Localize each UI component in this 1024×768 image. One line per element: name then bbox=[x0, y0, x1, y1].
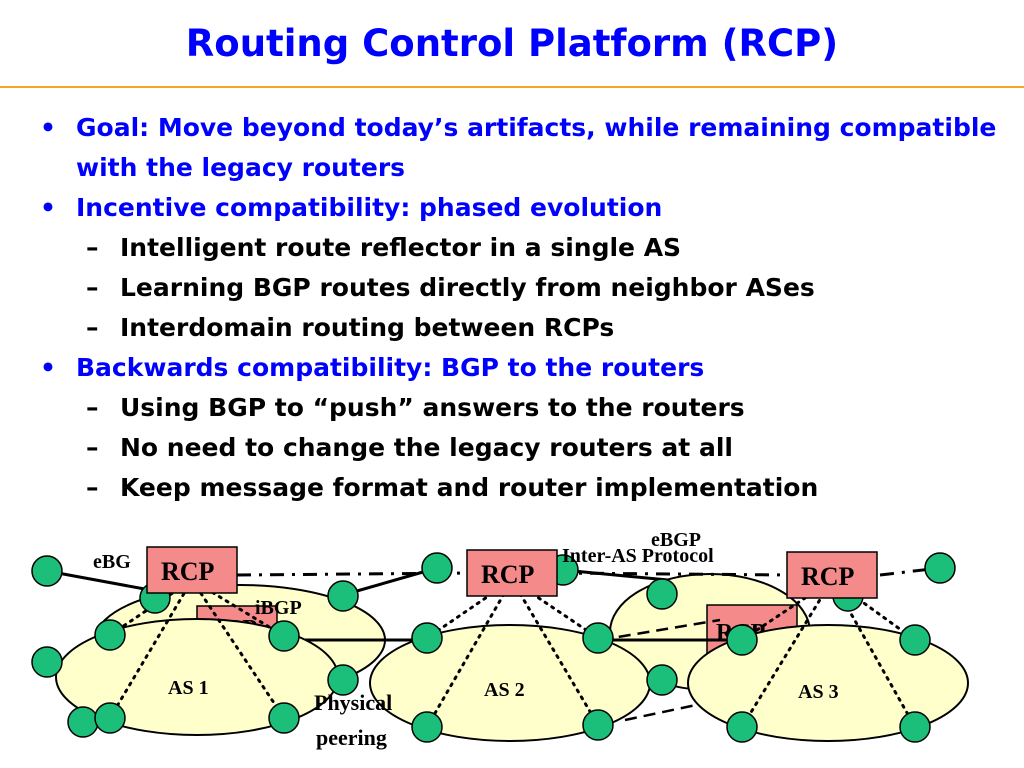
ebgp-link-right bbox=[879, 566, 941, 577]
sub-bullet-marker: – bbox=[86, 273, 99, 302]
router-as1-3 bbox=[94, 702, 126, 734]
slide-title: Routing Control Platform (RCP) bbox=[185, 22, 839, 65]
bullet-list: • Goal: Move beyond today’s artifacts, wh… bbox=[40, 108, 1010, 508]
sub-bullet-route-reflector: –Intelligent route reflector in a single… bbox=[40, 228, 1010, 268]
bullet-goal: • Goal: Move beyond today’s artifacts, wh… bbox=[40, 108, 1010, 188]
router-as2-4 bbox=[582, 709, 614, 741]
rcp-as3-label: RCP bbox=[801, 562, 855, 591]
router-as1-back-2 bbox=[327, 580, 359, 612]
sub-bullet-text: Keep message format and router implement… bbox=[120, 473, 819, 502]
bullet-marker: • bbox=[40, 113, 56, 142]
router-as3-back-2 bbox=[646, 664, 678, 696]
router-as3-back-1 bbox=[646, 578, 678, 610]
sub-bullet-text: No need to change the legacy routers at … bbox=[120, 433, 733, 462]
label-ibgp: iBGP bbox=[255, 597, 302, 619]
sub-bullet-learning: –Learning BGP routes directly from neigh… bbox=[40, 268, 1010, 308]
router-external-right bbox=[924, 552, 956, 584]
router-external-left-mid bbox=[31, 646, 63, 678]
router-as2-3 bbox=[411, 711, 443, 743]
sub-bullet-marker: – bbox=[86, 433, 99, 462]
rcp-as1 bbox=[146, 546, 238, 594]
rcp-network-diagram: .router { fill:#1cbf7a; stroke:#000; str… bbox=[31, 529, 969, 750]
ebgp-link-1-2-top bbox=[342, 566, 438, 597]
label-as3: AS 3 bbox=[798, 681, 839, 703]
sub-bullet-text: Interdomain routing between RCPs bbox=[120, 313, 615, 342]
dashed-link-2-3-a bbox=[599, 618, 721, 642]
bullet-text: Backwards compatibility: BGP to the rout… bbox=[76, 353, 705, 382]
rcp-as2-label: RCP bbox=[481, 560, 535, 589]
ibgp-session-as3-b bbox=[740, 578, 834, 729]
router-as2-2 bbox=[582, 622, 614, 654]
router-as2-top-left bbox=[421, 552, 453, 584]
bullet-text: Goal: Move beyond today’s artifacts, whi… bbox=[76, 113, 997, 182]
router-external-left-top bbox=[31, 555, 63, 587]
label-ebgp-top: eBGP bbox=[651, 529, 701, 551]
router-external-left-bottom bbox=[67, 706, 99, 738]
inter-as-link-1-2 bbox=[236, 571, 473, 577]
router-as2-1 bbox=[411, 622, 443, 654]
sub-bullet-no-change: –No need to change the legacy routers at… bbox=[40, 428, 1010, 468]
ebgp-link-2-3-top bbox=[562, 568, 669, 582]
bullet-marker: • bbox=[40, 353, 56, 382]
router-as1-1 bbox=[94, 619, 126, 651]
sub-bullet-marker: – bbox=[86, 313, 99, 342]
rcp-as1-label: RCP bbox=[161, 557, 215, 586]
title-divider bbox=[0, 86, 1024, 88]
ibgp-session-as1-d bbox=[190, 578, 286, 720]
rcp-as2 bbox=[466, 549, 558, 597]
bullet-incentive: • Incentive compatibility: phased evoluti… bbox=[40, 188, 1010, 228]
ibgp-session-as1-b bbox=[108, 578, 194, 720]
sub-bullet-marker: – bbox=[86, 473, 99, 502]
router-as3-4 bbox=[899, 711, 931, 743]
router-as1-back-3 bbox=[327, 664, 359, 696]
label-as1: AS 1 bbox=[168, 677, 209, 699]
sub-bullet-marker: – bbox=[86, 233, 99, 262]
sub-bullet-interdomain: –Interdomain routing between RCPs bbox=[40, 308, 1010, 348]
sub-bullet-push: –Using BGP to “push” answers to the rout… bbox=[40, 388, 1010, 428]
as3-ellipse bbox=[687, 624, 969, 742]
bullet-marker: • bbox=[40, 193, 56, 222]
label-peering: peering bbox=[316, 725, 387, 750]
router-as1-2 bbox=[268, 620, 300, 652]
router-as3-1 bbox=[726, 624, 758, 656]
label-ebgp-left: eBG bbox=[93, 551, 131, 573]
sub-bullet-text: Intelligent route reflector in a single … bbox=[120, 233, 682, 262]
ebgp-link-left bbox=[46, 569, 151, 592]
sub-bullet-format: –Keep message format and router implemen… bbox=[40, 468, 1010, 508]
label-inter-as-protocol: Inter-AS Protocol bbox=[562, 545, 714, 567]
router-as1-4 bbox=[268, 702, 300, 734]
router-as3-2 bbox=[899, 624, 931, 656]
bullet-text: Incentive compatibility: phased evolutio… bbox=[76, 193, 663, 222]
sub-bullet-marker: – bbox=[86, 393, 99, 422]
label-physical: Physical bbox=[314, 690, 392, 715]
sub-bullet-text: Learning BGP routes directly from neighb… bbox=[120, 273, 815, 302]
label-as2: AS 2 bbox=[484, 679, 525, 701]
rcp-as3 bbox=[786, 551, 878, 599]
router-as3-3 bbox=[726, 711, 758, 743]
sub-bullet-text: Using BGP to “push” answers to the route… bbox=[120, 393, 745, 422]
bullet-backwards: • Backwards compatibility: BGP to the rou… bbox=[40, 348, 1010, 388]
